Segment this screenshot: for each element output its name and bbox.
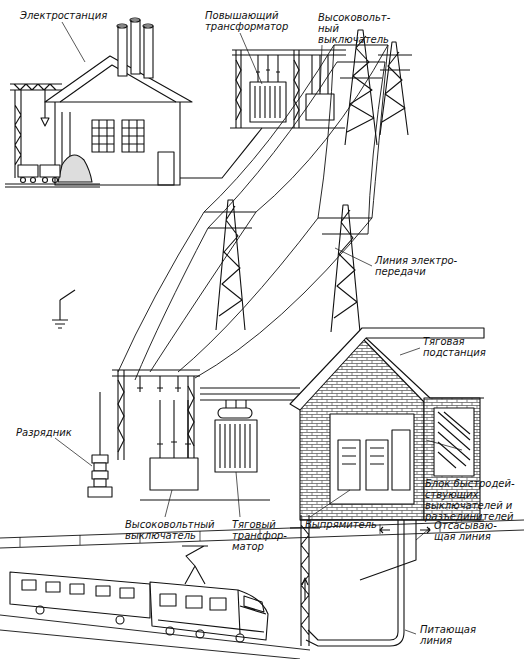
transmission-line (118, 45, 388, 380)
catenary (0, 515, 524, 646)
part-label: Высоковольтный выключатель (125, 519, 220, 541)
part-label: Отсасываю- щая линия (434, 520, 504, 542)
part-label: Линия электро- передачи (375, 255, 470, 277)
part-label: Питающая линия (420, 624, 480, 646)
train (0, 546, 310, 659)
part-label: Разрядник (16, 427, 72, 438)
lattice-towers (204, 30, 412, 332)
leader-lines (55, 22, 462, 634)
cables (306, 520, 430, 646)
step-up-yard (230, 50, 346, 128)
part-label: Блок быстродей- ствующих выключателей и … (425, 478, 523, 522)
power-station (45, 18, 192, 185)
part-label: Выпрямитель (305, 519, 377, 530)
cable (180, 128, 262, 178)
part-label: Повышающий трансформатор (205, 10, 305, 32)
part-label: Электростанция (20, 10, 107, 21)
ground-symbol (52, 290, 75, 328)
part-label: Тяговая подстанция (423, 336, 493, 358)
part-label: Тяговый трансфор- матор (232, 519, 297, 552)
substation-yard (88, 370, 300, 500)
part-label: Высоковольт- ный выключатель (318, 12, 398, 45)
coal-crane (5, 84, 100, 187)
